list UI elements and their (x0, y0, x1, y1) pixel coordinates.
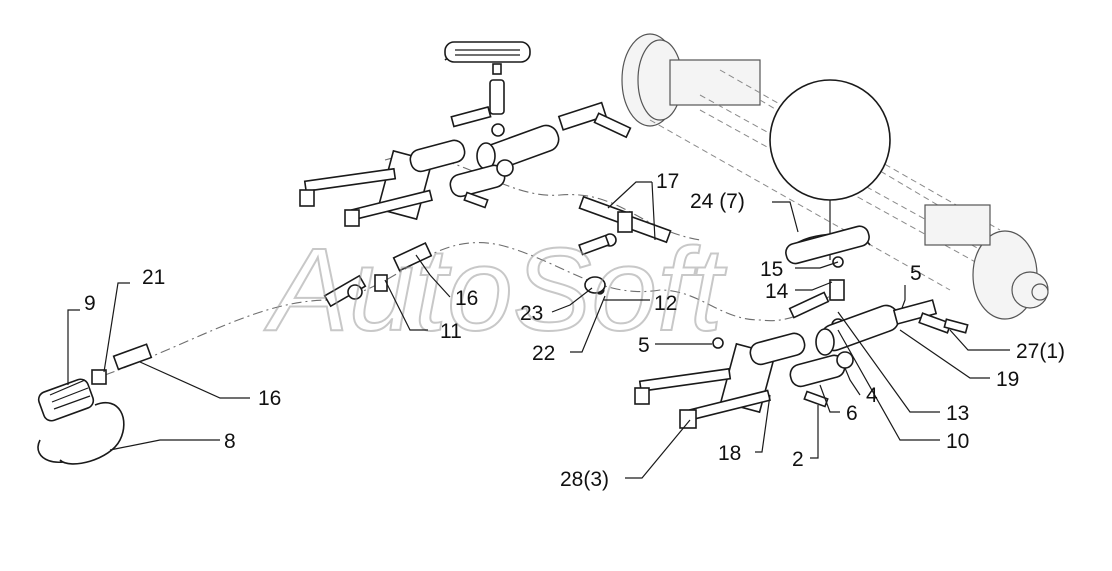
lower-bracket-assembly (634, 225, 969, 429)
callout-11: 11 (440, 320, 462, 343)
callout-8: 8 (224, 430, 236, 453)
callout-9: 9 (84, 292, 96, 315)
axle-assembly (621, 33, 1049, 320)
callout-15: 15 (760, 258, 783, 281)
callout-19: 19 (996, 368, 1019, 391)
callout-16-lower: 16 (258, 387, 281, 410)
callout-16-upper: 16 (455, 287, 478, 310)
callout-21: 21 (142, 266, 165, 289)
callout-12: 12 (654, 292, 677, 315)
callout-6: 6 (846, 402, 858, 425)
leader-lines (67, 181, 1010, 479)
callout-24: 24 (7) (690, 190, 745, 213)
hose-route (104, 242, 841, 376)
callout-13: 13 (946, 402, 969, 425)
callout-17: 17 (656, 170, 679, 193)
left-fittings (37, 241, 433, 465)
callout-18: 18 (718, 442, 741, 465)
callout-5-lower: 5 (638, 334, 650, 357)
callout-28: 28(3) (560, 468, 609, 491)
callout-23: 23 (520, 302, 543, 325)
watermark: AutoSoft (264, 224, 727, 356)
valve-17 (578, 195, 672, 295)
callout-4: 4 (866, 384, 878, 407)
callout-27: 27(1) (1016, 340, 1065, 363)
air-bag (769, 79, 891, 201)
upper-bracket-assembly (299, 41, 632, 227)
callout-5-upper: 5 (910, 262, 922, 285)
callout-10: 10 (946, 430, 969, 453)
callout-14: 14 (765, 280, 789, 303)
callouts: 9 21 16 11 16 8 17 23 12 22 24 (7) 15 14… (84, 170, 1065, 491)
callout-22: 22 (532, 342, 555, 365)
callout-2: 2 (792, 448, 804, 471)
